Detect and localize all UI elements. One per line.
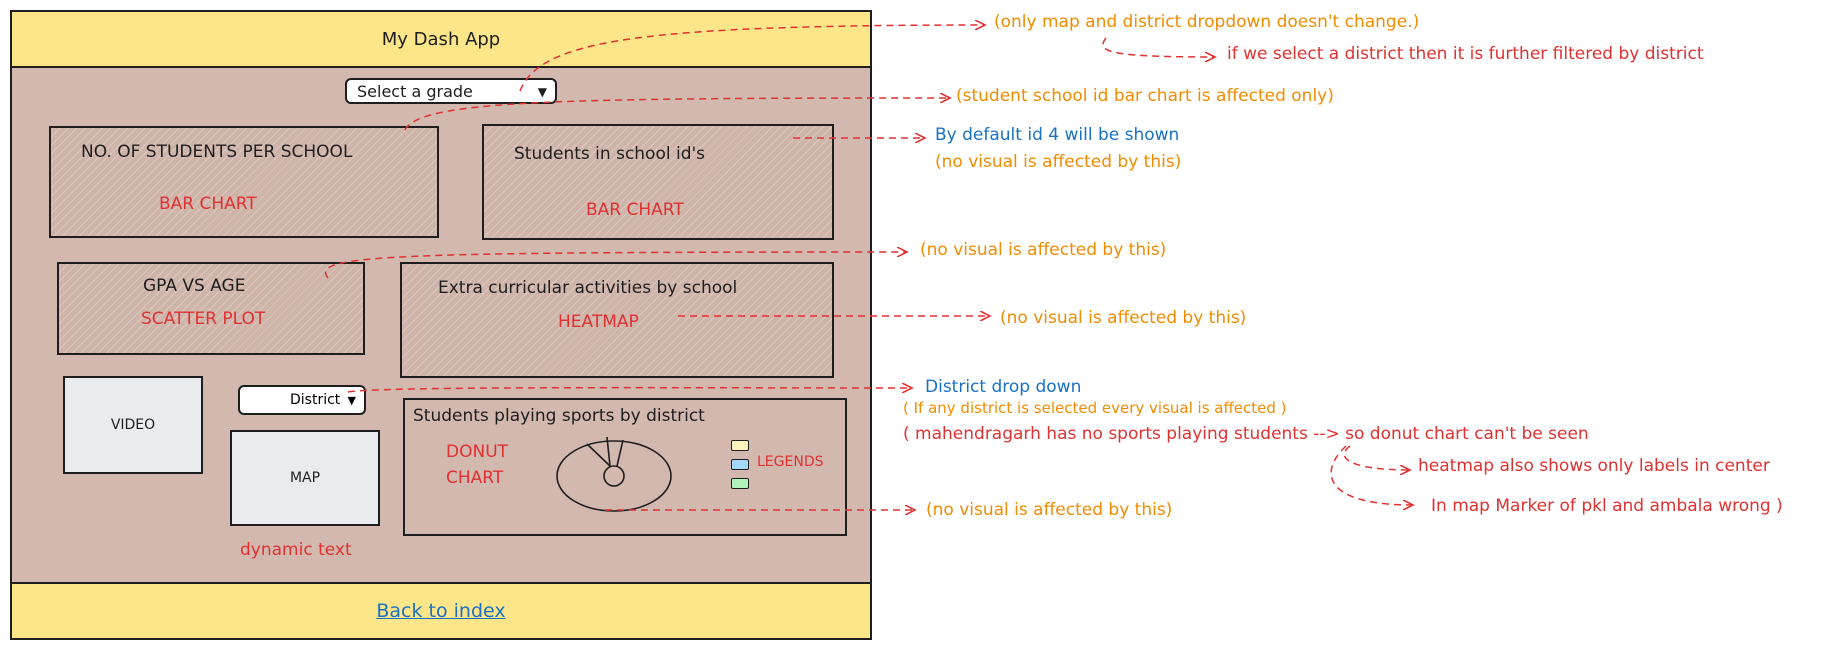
video-placeholder: VIDEO [63, 376, 203, 474]
panel-title: GPA VS AGE [143, 276, 246, 296]
chevron-down-icon: ▼ [537, 85, 547, 99]
panel-kind-line-1: DONUT [446, 442, 509, 462]
donut-note: (no visual is affected by this) [926, 500, 1173, 520]
id-default-sub: (no visual is affected by this) [935, 152, 1182, 172]
grade-note-1: (only map and district dropdown doesn't … [994, 12, 1420, 32]
district-sub-2: ( mahendragarh has no sports playing stu… [903, 424, 1589, 444]
panel-kind: BAR CHART [159, 194, 257, 214]
panel-kind-line-2: CHART [446, 468, 504, 488]
district-select[interactable]: District ▼ [238, 385, 366, 415]
back-to-index-link[interactable]: Back to index [376, 600, 506, 622]
district-note: District drop down [925, 377, 1082, 397]
panel-title: Extra curricular activities by school [438, 278, 738, 298]
panel-kind: HEATMAP [558, 312, 639, 332]
sports-by-district-panel: Students playing sports by district DONU… [403, 398, 847, 536]
panel-title: Students in school id's [514, 144, 706, 164]
map-placeholder: MAP [230, 430, 380, 526]
extracurricular-panel: Extra curricular activities by school HE… [400, 262, 834, 378]
app-title: My Dash App [381, 28, 501, 50]
video-label: VIDEO [110, 417, 156, 433]
heatmap-note: (no visual is affected by this) [1000, 308, 1247, 328]
chevron-down-icon: ▼ [347, 394, 356, 407]
grade-select[interactable]: Select a grade ▼ [345, 78, 557, 104]
gpa-vs-age-panel: GPA VS AGE SCATTER PLOT [57, 262, 365, 355]
gpa-note: (no visual is affected by this) [920, 240, 1167, 260]
grade-note-2: if we select a district then it is furth… [1227, 44, 1704, 64]
map-label: MAP [289, 470, 321, 486]
arrow [1330, 445, 1413, 505]
school-bar-note: (student school id bar chart is affected… [956, 86, 1334, 106]
panel-kind: BAR CHART [586, 200, 684, 220]
legends-label: LEGENDS [757, 454, 824, 470]
students-in-school-ids-panel: Students in school id's BAR CHART [482, 124, 834, 240]
legend-swatch [731, 440, 749, 451]
panel-title: NO. OF STUDENTS PER SCHOOL [81, 142, 353, 162]
arrow [1102, 37, 1215, 57]
panel-kind: SCATTER PLOT [141, 309, 266, 329]
app-header: My Dash App [10, 10, 872, 68]
district-select-label: District [290, 392, 341, 408]
district-sub-1: ( If any district is selected every visu… [903, 399, 1287, 417]
district-sub-3: heatmap also shows only labels in center [1418, 456, 1770, 476]
arrow [1343, 445, 1410, 470]
grade-select-placeholder: Select a grade [357, 81, 473, 101]
dynamic-text: dynamic text [240, 540, 352, 560]
students-per-school-panel: NO. OF STUDENTS PER SCHOOL BAR CHART [49, 126, 439, 238]
id-default-note: By default id 4 will be shown [935, 125, 1180, 145]
district-sub-4: In map Marker of pkl and ambala wrong ) [1431, 496, 1783, 516]
app-footer: Back to index [10, 582, 872, 640]
legend-swatch [731, 459, 749, 470]
legend-swatch [731, 478, 749, 489]
panel-title: Students playing sports by district [413, 406, 705, 426]
